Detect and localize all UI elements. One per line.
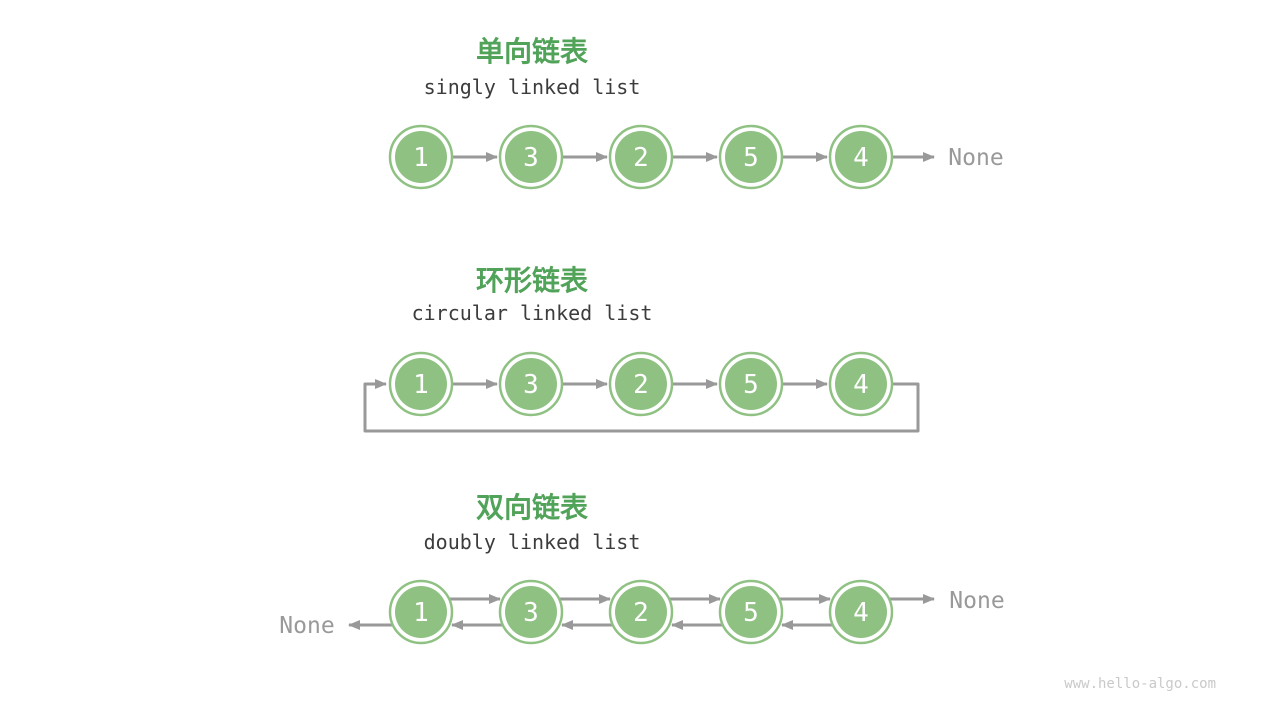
node-circle [835,131,887,183]
node-value: 5 [743,143,759,173]
node-circle [395,358,447,410]
node-circle [615,358,667,410]
node-value: 2 [633,598,649,628]
watermark: www.hello-algo.com [1064,676,1216,692]
node-circle [395,586,447,638]
section-doubly-title: 双向链表 [475,491,588,524]
node-value: 1 [413,598,429,628]
node-value: 4 [853,143,869,173]
node-value: 5 [743,598,759,628]
node-value: 4 [853,370,869,400]
section-singly-subtitle: singly linked list [423,75,641,99]
node-circle [505,358,557,410]
node-value: 1 [413,370,429,400]
singly-linked-list-group: None 1 3 2 5 4 [388,124,1004,190]
node-circle [835,586,887,638]
node-circle [615,586,667,638]
node-circle [395,131,447,183]
node-circle [725,131,777,183]
section-circular-subtitle: circular linked list [411,301,653,325]
section-doubly-subtitle: doubly linked list [423,530,641,554]
node-value: 2 [633,370,649,400]
section-circular-title: 环形链表 [475,264,588,297]
section-singly-title: 单向链表 [475,35,588,68]
node-value: 4 [853,598,869,628]
none-label: None [948,145,1003,171]
node-value: 3 [523,143,539,173]
none-label: None [949,588,1004,614]
node-value: 3 [523,598,539,628]
node-circle [725,586,777,638]
node-circle [615,131,667,183]
node-circle [835,358,887,410]
none-label: None [279,613,334,639]
node-value: 1 [413,143,429,173]
loop-back-arrow [363,379,920,433]
node-circle [505,131,557,183]
node-value: 3 [523,370,539,400]
node-value: 5 [743,370,759,400]
node-circle [725,358,777,410]
node-value: 2 [633,143,649,173]
circular-linked-list-group: 1 3 2 5 4 [363,351,920,433]
node-circle [505,586,557,638]
